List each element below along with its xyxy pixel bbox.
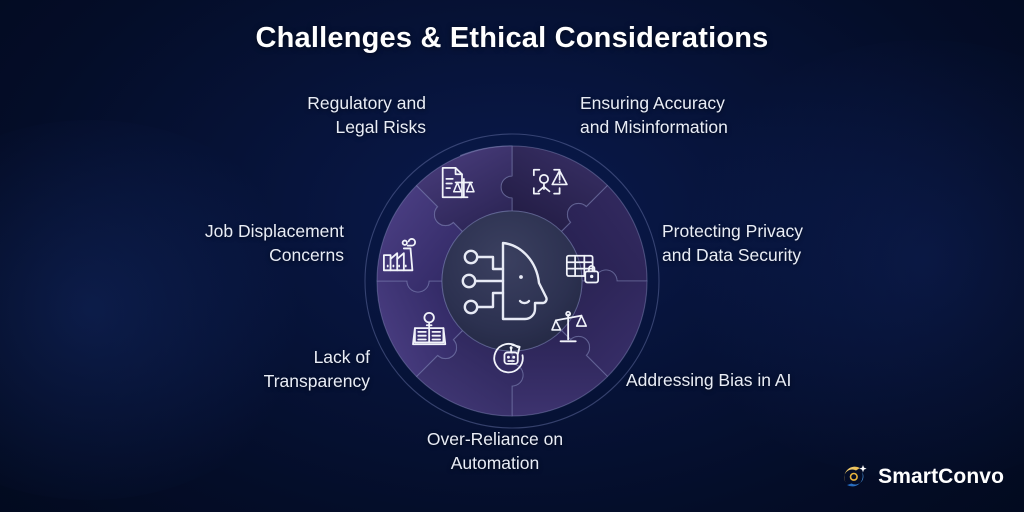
database-lock-icon	[565, 254, 599, 284]
label-privacy: Protecting Privacy and Data Security	[662, 221, 804, 265]
label-regulatory: Regulatory and Legal Risks	[307, 93, 426, 137]
open-book-key-icon	[412, 311, 447, 346]
brand-name: SmartConvo	[878, 465, 1004, 488]
swirl-logo-icon	[844, 465, 867, 487]
face-detect-warning-icon	[532, 168, 568, 195]
page-title: Challenges & Ethical Considerations	[255, 22, 769, 54]
ai-head-circuit-icon	[461, 241, 548, 321]
robot-refresh-icon	[493, 342, 524, 374]
outer-ring	[364, 133, 660, 429]
label-accuracy: Ensuring Accuracy and Misinformation	[580, 93, 728, 137]
background-glow-left	[0, 120, 320, 500]
document-scales-icon	[441, 166, 475, 199]
label-bias: Addressing Bias in AI	[626, 370, 792, 390]
factory-icon	[382, 238, 416, 272]
unbalanced-scales-icon	[551, 310, 588, 343]
puzzle-wheel-diagram	[349, 131, 675, 431]
label-automation: Over-Reliance on Automation	[426, 429, 564, 473]
brand-logo[interactable]: SmartConvo	[839, 462, 1004, 492]
label-jobs: Job Displacement Concerns	[204, 221, 344, 265]
label-transparency: Lack of Transparency	[263, 347, 370, 391]
